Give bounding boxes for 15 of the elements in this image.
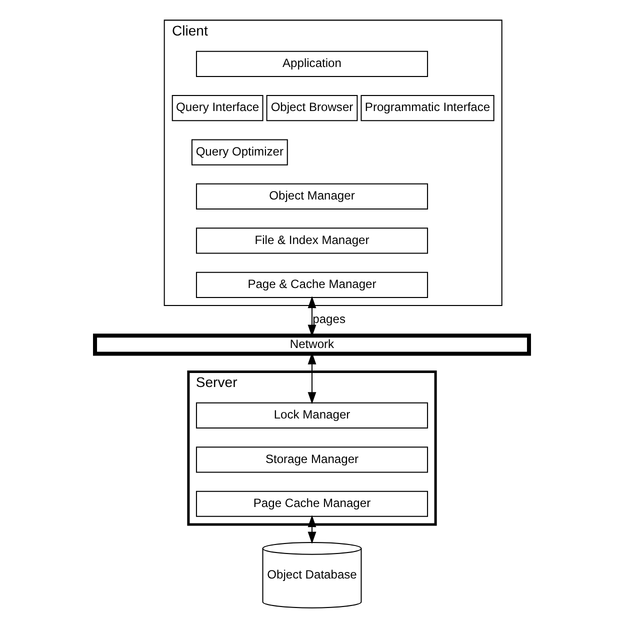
- node-box: Object Browser: [266, 95, 358, 122]
- node-box: Network: [92, 334, 530, 356]
- node-box: Lock Manager: [195, 402, 428, 429]
- node-box: Page & Cache Manager: [195, 272, 428, 298]
- node-box: File & Index Manager: [195, 228, 428, 254]
- arrow: [307, 296, 316, 337]
- arrow: [307, 515, 316, 544]
- node-box: Query Interface: [171, 95, 263, 122]
- node-box: Storage Manager: [195, 446, 428, 473]
- node-box: Page Cache Manager: [195, 490, 428, 517]
- node-box: Object Manager: [195, 183, 428, 210]
- node-box: Application: [195, 50, 428, 77]
- node-box: Query Optimizer: [190, 139, 288, 166]
- node-box: Programmatic Interface: [360, 95, 494, 122]
- edge-label: pages: [312, 312, 345, 326]
